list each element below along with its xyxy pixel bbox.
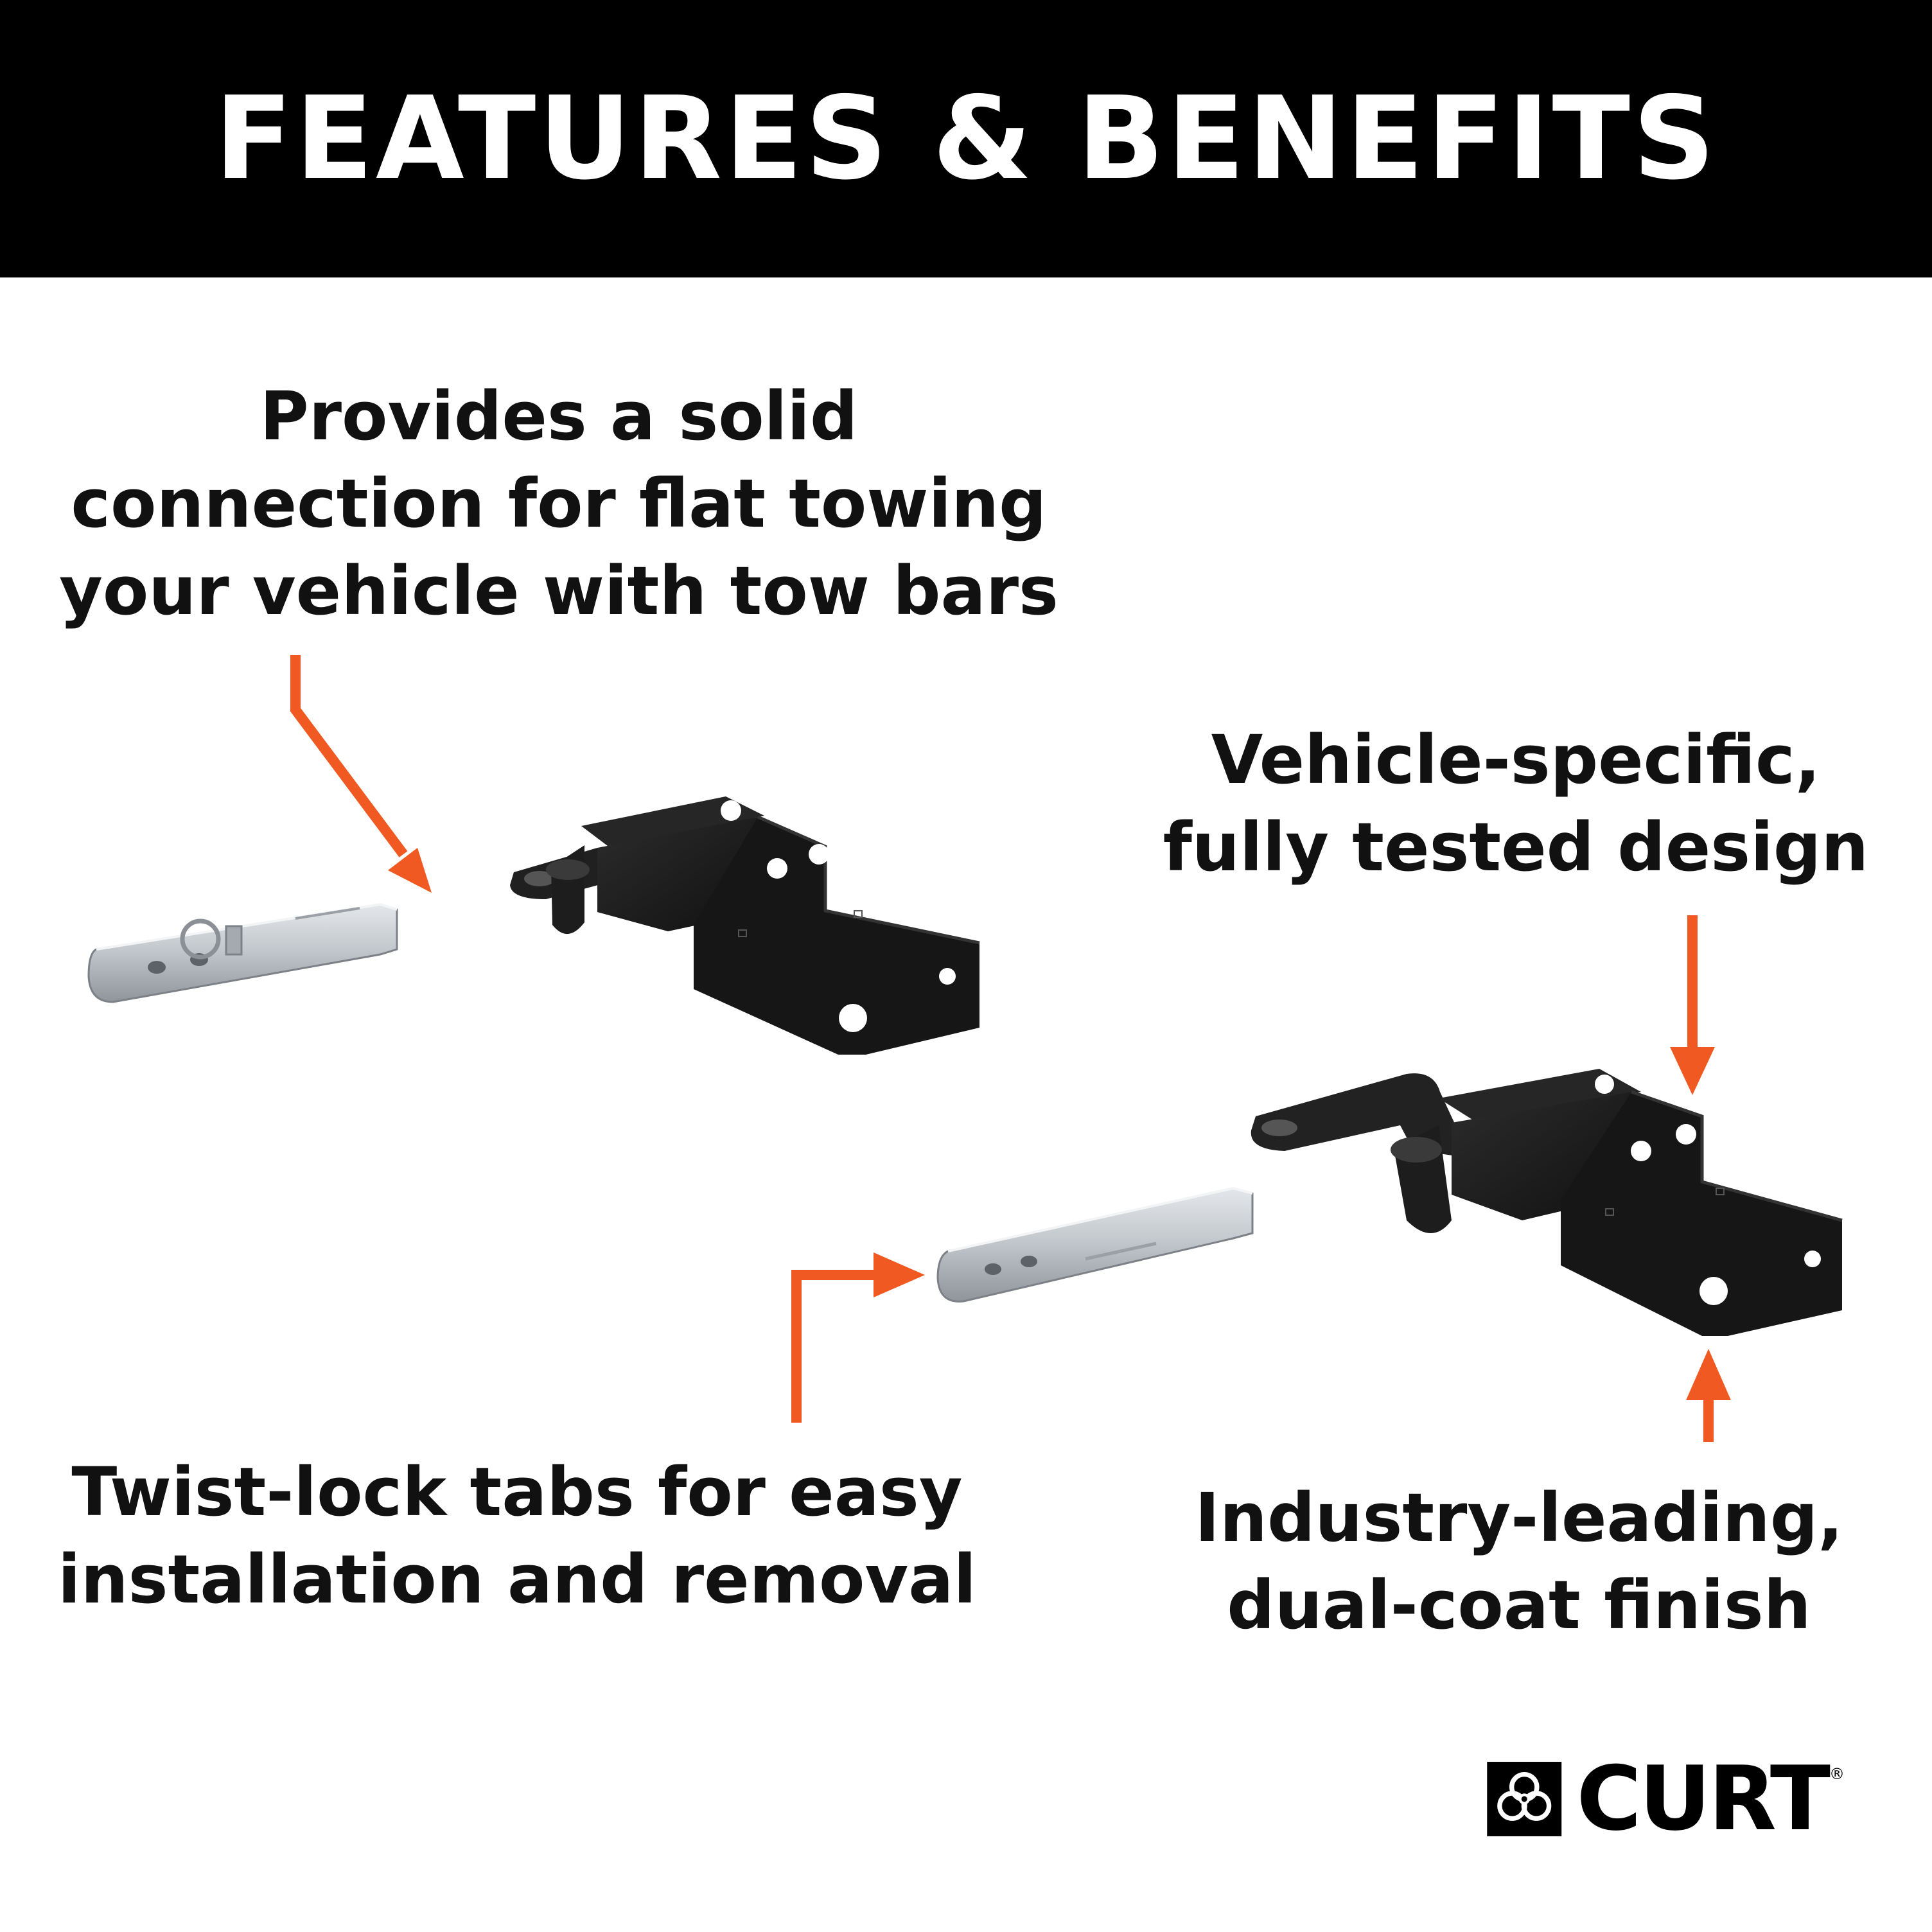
callout-line: Vehicle-specific, bbox=[1211, 721, 1821, 799]
arrow-twist-lock bbox=[791, 1252, 925, 1423]
callout-line: dual-coat finish bbox=[1227, 1566, 1811, 1644]
header-banner: FEATURES & BENEFITS bbox=[0, 0, 1932, 277]
callout-line: Industry-leading, bbox=[1195, 1479, 1843, 1557]
callout-solid-connection: Provides a solid connection for flat tow… bbox=[39, 373, 1079, 635]
right-bracket bbox=[1251, 1069, 1843, 1336]
callout-dual-coat: Industry-leading, dual-coat finish bbox=[1085, 1474, 1932, 1649]
left-tow-pin bbox=[87, 902, 398, 1003]
brand-name: CURT bbox=[1576, 1747, 1831, 1850]
page-title: FEATURES & BENEFITS bbox=[214, 72, 1718, 205]
arrow-solid-connection bbox=[290, 655, 432, 893]
callout-line: connection for flat towing bbox=[71, 464, 1047, 543]
callout-line: your vehicle with tow bars bbox=[59, 552, 1058, 630]
left-bracket bbox=[510, 796, 980, 1055]
callout-line: Twist-lock tabs for easy bbox=[71, 1453, 963, 1531]
callout-line: installation and removal bbox=[57, 1540, 977, 1619]
curt-logo: CURT ® bbox=[1485, 1751, 1845, 1847]
arrow-dual-coat bbox=[1686, 1349, 1731, 1442]
callout-twist-lock: Twist-lock tabs for easy installation an… bbox=[26, 1448, 1008, 1623]
callout-line: fully tested design bbox=[1163, 808, 1869, 886]
right-tow-pin bbox=[936, 1186, 1254, 1303]
arrow-vehicle-specific bbox=[1670, 915, 1715, 1095]
curt-knot-icon bbox=[1487, 1762, 1562, 1836]
callout-vehicle-specific: Vehicle-specific, fully tested design bbox=[1060, 716, 1932, 891]
callout-line: Provides a solid bbox=[259, 377, 858, 455]
registered-mark: ® bbox=[1829, 1765, 1845, 1783]
